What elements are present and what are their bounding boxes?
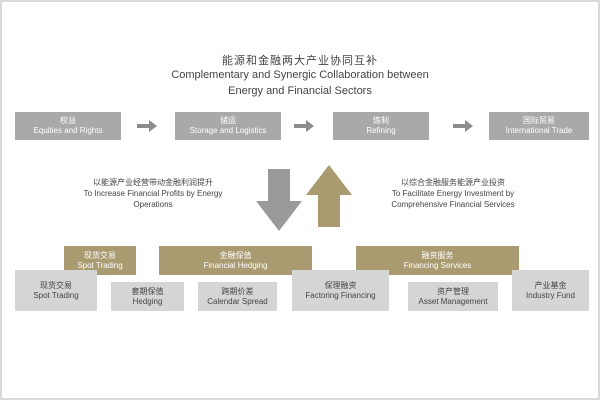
category-cn: 金融保值 bbox=[219, 250, 252, 260]
category-cn: 融资服务 bbox=[421, 250, 454, 260]
category-financial-hedging: 金融保值 Financial Hedging bbox=[159, 246, 312, 275]
service-cn: 现货交易 bbox=[40, 280, 72, 290]
chain-box-trade: 国际贸易 International Trade bbox=[489, 112, 589, 140]
chain-box-cn: 炼制 bbox=[373, 116, 389, 125]
service-cn: 保理融资 bbox=[324, 280, 357, 290]
service-en: Hedging bbox=[132, 296, 163, 306]
arrow-up-icon bbox=[306, 165, 352, 227]
title-en-line1: Complementary and Synergic Collaboration… bbox=[171, 69, 429, 81]
service-cn: 产业基金 bbox=[534, 280, 567, 290]
left-caption-cn: 以能源产业经营带动金融利润提升 bbox=[93, 178, 213, 187]
arrow-down-icon bbox=[256, 169, 302, 231]
service-en: Spot Trading bbox=[33, 290, 79, 300]
chain-box-storage: 储运 Storage and Logistics bbox=[175, 112, 281, 140]
category-cn: 现货交易 bbox=[84, 250, 116, 260]
title-en-line2: Energy and Financial Sectors bbox=[228, 85, 372, 97]
arrow-right-icon bbox=[453, 120, 473, 132]
service-cn: 套期保值 bbox=[131, 286, 164, 296]
chain-box-en: Storage and Logistics bbox=[189, 126, 267, 135]
service-asset-management: 资产管理 Asset Management bbox=[408, 282, 498, 311]
chain-box-refining: 炼制 Refining bbox=[333, 112, 429, 140]
category-en: Financial Hedging bbox=[203, 260, 268, 270]
left-caption-en-line2: Operations bbox=[133, 199, 173, 209]
left-caption: 以能源产业经营带动金融利润提升 To Increase Financial Pr… bbox=[58, 178, 248, 210]
service-factoring-financing: 保理融资 Factoring Financing bbox=[292, 270, 389, 311]
chain-box-cn: 国际贸易 bbox=[523, 116, 555, 125]
service-en: Asset Management bbox=[418, 296, 488, 306]
right-caption: 以综合金融服务能源产业投资 To Facilitate Energy Inves… bbox=[358, 178, 548, 210]
title-cn: 能源和金融两大产业协同互补 bbox=[222, 55, 378, 67]
service-cn: 资产管理 bbox=[437, 286, 469, 296]
service-en: Industry Fund bbox=[526, 290, 575, 300]
service-en: Calendar Spread bbox=[207, 296, 268, 306]
chain-box-cn: 储运 bbox=[220, 116, 236, 125]
category-en: Spot Trading bbox=[77, 260, 123, 270]
right-caption-en-line2: Comprehensive Financial Services bbox=[391, 199, 515, 209]
service-industry-fund: 产业基金 Industry Fund bbox=[512, 270, 589, 311]
service-spot-trading: 现货交易 Spot Trading bbox=[15, 270, 97, 311]
chain-box-en: International Trade bbox=[505, 126, 573, 135]
service-hedging: 套期保值 Hedging bbox=[111, 282, 184, 311]
chain-box-cn: 权益 bbox=[60, 116, 76, 125]
chain-box-equities: 权益 Equities and Rights bbox=[15, 112, 121, 140]
category-en: Financing Services bbox=[403, 260, 472, 270]
arrow-right-icon bbox=[294, 120, 314, 132]
chain-box-en: Refining bbox=[366, 126, 396, 135]
service-en: Factoring Financing bbox=[305, 290, 376, 300]
left-caption-en-line1: To Increase Financial Profits by Energy bbox=[83, 188, 223, 198]
chain-box-en: Equities and Rights bbox=[33, 126, 103, 135]
right-caption-cn: 以综合金融服务能源产业投资 bbox=[401, 178, 505, 187]
service-calendar-spread: 跨期价差 Calendar Spread bbox=[198, 282, 277, 311]
service-cn: 跨期价差 bbox=[221, 286, 254, 296]
arrow-right-icon bbox=[137, 120, 157, 132]
right-caption-en-line1: To Facilitate Energy Investment by bbox=[391, 188, 515, 198]
